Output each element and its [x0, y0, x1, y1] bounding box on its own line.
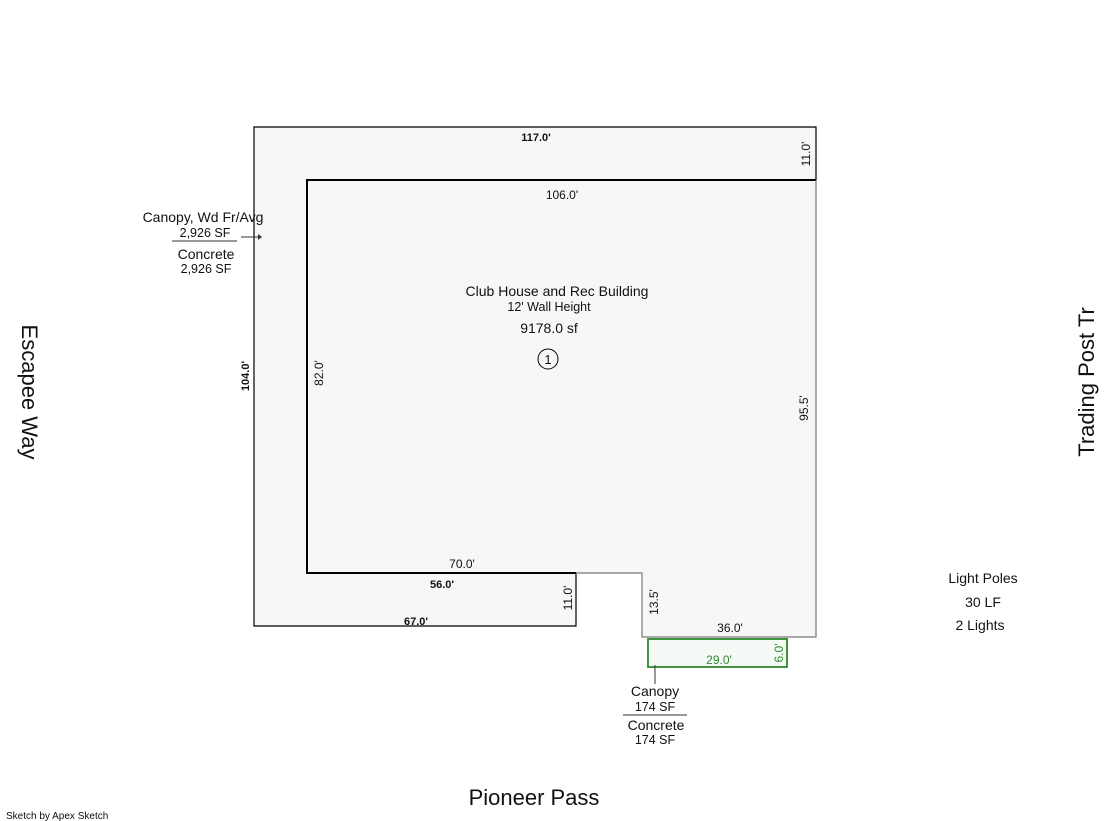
canopy-small-surface: Concrete [628, 717, 685, 733]
small-canopy-area [647, 638, 788, 668]
canopy-main-area: 2,926 SF [180, 226, 231, 240]
outer-canopy-outline [253, 126, 817, 627]
building-number: 1 [544, 352, 551, 367]
canopy-main-leader-arrow [258, 234, 262, 240]
dim-outer-bottom: 67.0' [404, 616, 428, 628]
canopy-main-surface-area: 2,926 SF [181, 262, 232, 276]
dim-outer-top: 117.0' [521, 132, 551, 144]
dim-notch: 13.5' [647, 589, 661, 615]
dim-outer-right-top: 11.0' [799, 142, 813, 167]
building-number-circle [537, 348, 559, 370]
dim-inner-left: 82.0' [312, 360, 326, 386]
outer-canopy-area [254, 127, 816, 637]
building-wall-height: 12' Wall Height [507, 300, 591, 314]
light-poles-length: 30 LF [965, 594, 1001, 610]
street-west: Escapee Way [17, 325, 42, 460]
building-title: Club House and Rec Building [466, 283, 649, 299]
dim-outer-left: 104.0' [240, 361, 252, 392]
dim-inner-bottom-b: 56.0' [430, 579, 454, 591]
light-poles-count: 2 Lights [955, 617, 1004, 633]
light-poles-title: Light Poles [948, 570, 1017, 586]
dim-right: 95.5' [797, 395, 811, 421]
dim-lower-step: 11.0' [561, 586, 575, 611]
dim-canopy-depth: 6.0' [772, 644, 786, 663]
street-south: Pioneer Pass [469, 785, 600, 810]
dim-inner-top: 106.0' [546, 188, 578, 202]
street-east: Trading Post Tr [1074, 307, 1099, 457]
building-outline-east [576, 180, 817, 638]
sketch-credit: Sketch by Apex Sketch [6, 811, 108, 821]
canopy-small-area: 174 SF [635, 700, 676, 714]
canopy-main-type: Canopy, Wd Fr/Avg [143, 209, 264, 225]
building-area: 9178.0 sf [520, 320, 578, 336]
dim-inner-bottom: 70.0' [449, 557, 475, 571]
dim-canopy-length: 29.0' [706, 653, 732, 667]
dim-bottom-right: 36.0' [717, 621, 743, 635]
building-outline [306, 179, 816, 574]
canopy-main-surface: Concrete [178, 246, 235, 262]
canopy-small-type: Canopy [631, 683, 679, 699]
canopy-small-surface-area: 174 SF [635, 733, 676, 747]
